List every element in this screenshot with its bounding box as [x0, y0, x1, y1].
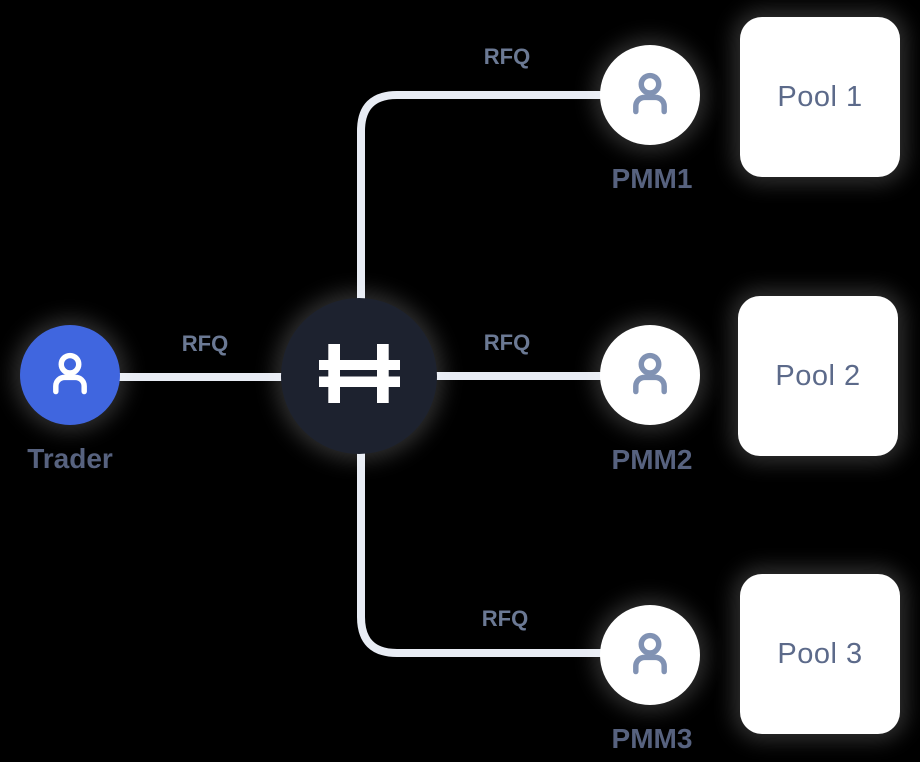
- trader-label: Trader: [27, 443, 113, 474]
- hub-node: [281, 298, 437, 454]
- rfq-label-trader-hub: RFQ: [181, 331, 229, 356]
- pmm3-label: PMM3: [611, 723, 693, 754]
- edge-hub-to-pmm1: [357, 91, 604, 320]
- rfq-label-hub-pmm1: RFQ: [483, 44, 531, 69]
- pool-2-label: Pool 2: [775, 359, 861, 392]
- pmm3-node: [600, 605, 700, 705]
- person-icon: [46, 349, 94, 402]
- edge-hub-to-pmm3: [357, 435, 604, 657]
- person-icon: [626, 69, 674, 122]
- rfq-label-hub-pmm3: RFQ: [481, 606, 529, 631]
- hash-bridge-logo-icon: [318, 344, 400, 408]
- pool-1-label: Pool 1: [777, 80, 863, 113]
- person-icon: [626, 349, 674, 402]
- pool-2-card: Pool 2: [738, 296, 898, 456]
- rfq-label-hub-pmm2: RFQ: [483, 330, 531, 355]
- trader-node: [20, 325, 120, 425]
- pmm2-node: [600, 325, 700, 425]
- person-icon: [626, 629, 674, 682]
- pmm1-node: [600, 45, 700, 145]
- pool-1-card: Pool 1: [740, 17, 900, 177]
- pool-3-card: Pool 3: [740, 574, 900, 734]
- pool-3-label: Pool 3: [777, 637, 863, 670]
- pmm2-label: PMM2: [611, 444, 693, 475]
- pmm1-label: PMM1: [611, 163, 693, 194]
